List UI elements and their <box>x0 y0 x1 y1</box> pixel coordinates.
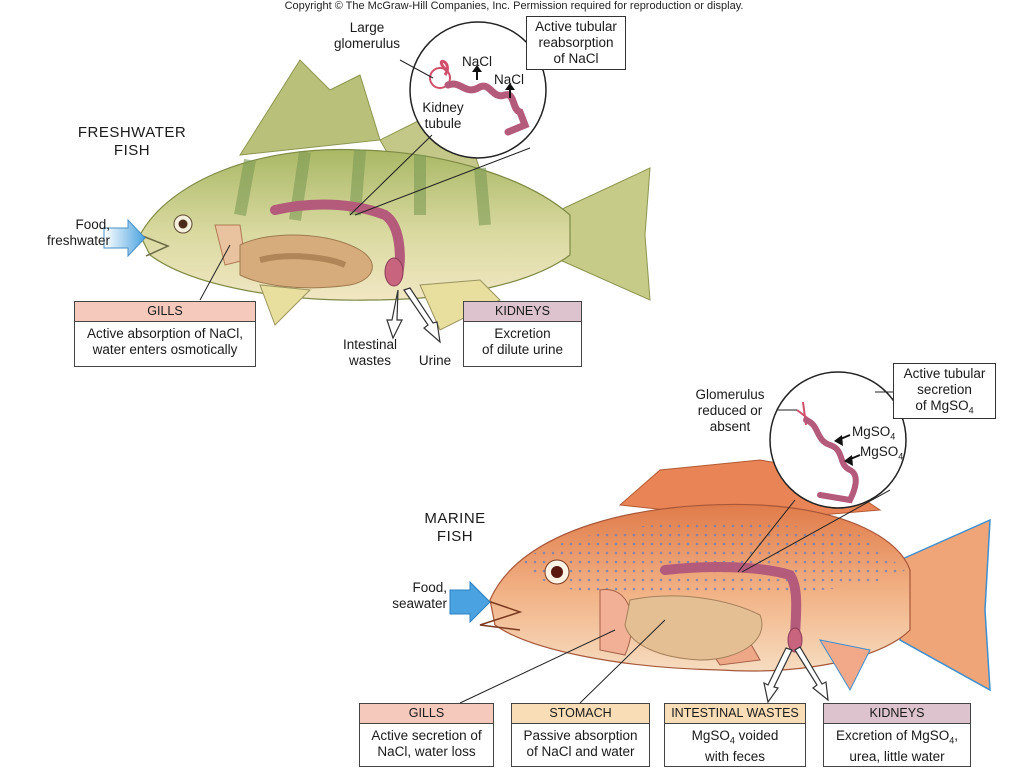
m-kidneys-post: , <box>954 728 959 743</box>
m-intestinal-line2: with feces <box>704 748 766 764</box>
fw-gills-line1: Active absorption of NaCl, <box>86 326 244 341</box>
fw-gills-header: GILLS <box>75 302 255 322</box>
fw-kidneys-body: Excretion of dilute urine <box>464 322 581 358</box>
freshwater-gills-box: GILLS Active absorption of NaCl, water e… <box>74 301 256 367</box>
m-intestinal-pre: MgSO <box>691 728 730 743</box>
intestinal-wastes-line2: wastes <box>348 353 392 368</box>
freshwater-food-arrow <box>103 218 146 258</box>
fw-gills-body: Active absorption of NaCl, water enters … <box>75 322 255 358</box>
intestinal-wastes-line1: Intestinal <box>342 337 398 352</box>
freshwater-inset-circle <box>409 21 547 159</box>
marine-intestinal-wastes-box: INTESTINAL WASTES MgSO4 voided with fece… <box>664 703 806 767</box>
urine-label: Urine <box>418 353 452 368</box>
m-intestinal-header: INTESTINAL WASTES <box>665 704 805 724</box>
glomerulus-line2: reduced or <box>697 403 763 418</box>
m-callout-line2: secretion <box>917 382 972 397</box>
freshwater-title-line2: FISH <box>113 142 151 159</box>
freshwater-input-label: Food, freshwater <box>30 217 110 249</box>
m-gills-body: Active secretion of NaCl, water loss <box>360 724 493 760</box>
kidney-tubule-label: Kidney tubule <box>418 100 468 132</box>
freshwater-fish-illustration <box>139 59 651 331</box>
fw-kidneys-line2: of dilute urine <box>481 342 564 357</box>
fw-gills-line2: water enters osmotically <box>92 342 238 357</box>
marine-fish-illustration <box>479 459 991 692</box>
m-intestinal-line1: MgSO4 voided <box>665 728 805 749</box>
mgso4-2-sub: 4 <box>898 451 904 462</box>
fw-callout-line3: of NaCl <box>553 51 599 66</box>
fw-kidneys-line1: Excretion <box>494 326 551 341</box>
glomerulus-line3: absent <box>709 419 751 434</box>
freshwater-tubular-callout: Active tubular reabsorption of NaCl <box>526 16 626 70</box>
marine-title: MARINE FISH <box>400 510 510 546</box>
marine-kidneys-box: KIDNEYS Excretion of MgSO4, urea, little… <box>823 703 971 767</box>
nacl-label-1: NaCl <box>462 54 493 69</box>
mgso4-label-1: MgSO4 <box>852 424 895 445</box>
marine-input-line1: Food, <box>412 580 447 595</box>
freshwater-kidneys-box: KIDNEYS Excretion of dilute urine <box>463 301 582 367</box>
marine-gills-box: GILLS Active secretion of NaCl, water lo… <box>359 703 494 767</box>
mgso4-1-sub: 4 <box>890 431 896 442</box>
m-kidneys-body: Excretion of MgSO4, urea, little water <box>824 724 970 765</box>
fw-kidneys-header: KIDNEYS <box>464 302 581 322</box>
m-kidneys-header: KIDNEYS <box>824 704 970 724</box>
copyright-notice: Copyright © The McGraw-Hill Companies, I… <box>284 0 744 12</box>
m-gills-header: GILLS <box>360 704 493 724</box>
m-kidneys-pre: Excretion of MgSO <box>835 728 950 743</box>
large-glomerulus-label: Large glomerulus <box>322 20 412 52</box>
freshwater-title: FRESHWATER FISH <box>62 124 202 160</box>
m-callout-sub: 4 <box>968 405 974 416</box>
glomerulus-line1: Glomerulus <box>695 387 765 402</box>
marine-input-line2: seawater <box>392 596 447 611</box>
large-glomerulus-line1: Large <box>349 20 385 35</box>
m-kidneys-line2: urea, little water <box>849 748 945 764</box>
marine-tubular-callout: Active tubular secretion of MgSO4 <box>893 363 996 419</box>
m-kidneys-line1: Excretion of MgSO4, <box>824 728 970 749</box>
m-kidneys-sub: 4 <box>949 735 955 746</box>
m-callout-line3-text: of MgSO <box>915 398 969 413</box>
kidney-tubule-line1: Kidney <box>422 100 464 115</box>
freshwater-input-line1: Food, <box>75 217 110 232</box>
m-stomach-line2: of NaCl and water <box>526 744 635 759</box>
mgso4-1-text: MgSO <box>852 424 891 439</box>
kidney-tubule-line2: tubule <box>424 116 462 131</box>
m-stomach-body: Passive absorption of NaCl and water <box>512 724 649 760</box>
fw-callout-line2: reabsorption <box>538 35 614 50</box>
mgso4-2-text: MgSO <box>860 444 899 459</box>
m-callout-line3: of MgSO4 <box>898 398 991 419</box>
m-gills-line1: Active secretion of <box>371 728 482 743</box>
freshwater-output-arrows <box>386 287 441 344</box>
freshwater-title-line1: FRESHWATER <box>77 124 187 141</box>
m-intestinal-post: voided <box>734 728 779 743</box>
marine-inset-circle <box>769 371 907 509</box>
m-gills-line2: NaCl, water loss <box>377 744 476 759</box>
freshwater-input-line2: freshwater <box>46 233 110 248</box>
intestinal-wastes-label: Intestinal wastes <box>330 337 410 369</box>
marine-input-label: Food, seawater <box>372 580 447 612</box>
glomerulus-reduced-label: Glomerulus reduced or absent <box>683 387 777 435</box>
m-stomach-line1: Passive absorption <box>523 728 638 743</box>
marine-title-line1: MARINE <box>424 510 486 527</box>
large-glomerulus-line2: glomerulus <box>333 36 401 51</box>
m-callout-line1: Active tubular <box>903 366 986 381</box>
marine-output-arrows <box>763 646 829 704</box>
m-intestinal-sub: 4 <box>729 735 735 746</box>
m-intestinal-body: MgSO4 voided with feces <box>665 724 805 765</box>
marine-title-line2: FISH <box>436 528 474 545</box>
mgso4-label-2: MgSO4 <box>860 444 903 465</box>
nacl-label-2: NaCl <box>494 72 525 87</box>
fw-callout-line1: Active tubular <box>535 19 617 34</box>
m-stomach-header: STOMACH <box>512 704 649 724</box>
marine-stomach-box: STOMACH Passive absorption of NaCl and w… <box>511 703 650 767</box>
marine-food-arrow <box>449 580 491 624</box>
